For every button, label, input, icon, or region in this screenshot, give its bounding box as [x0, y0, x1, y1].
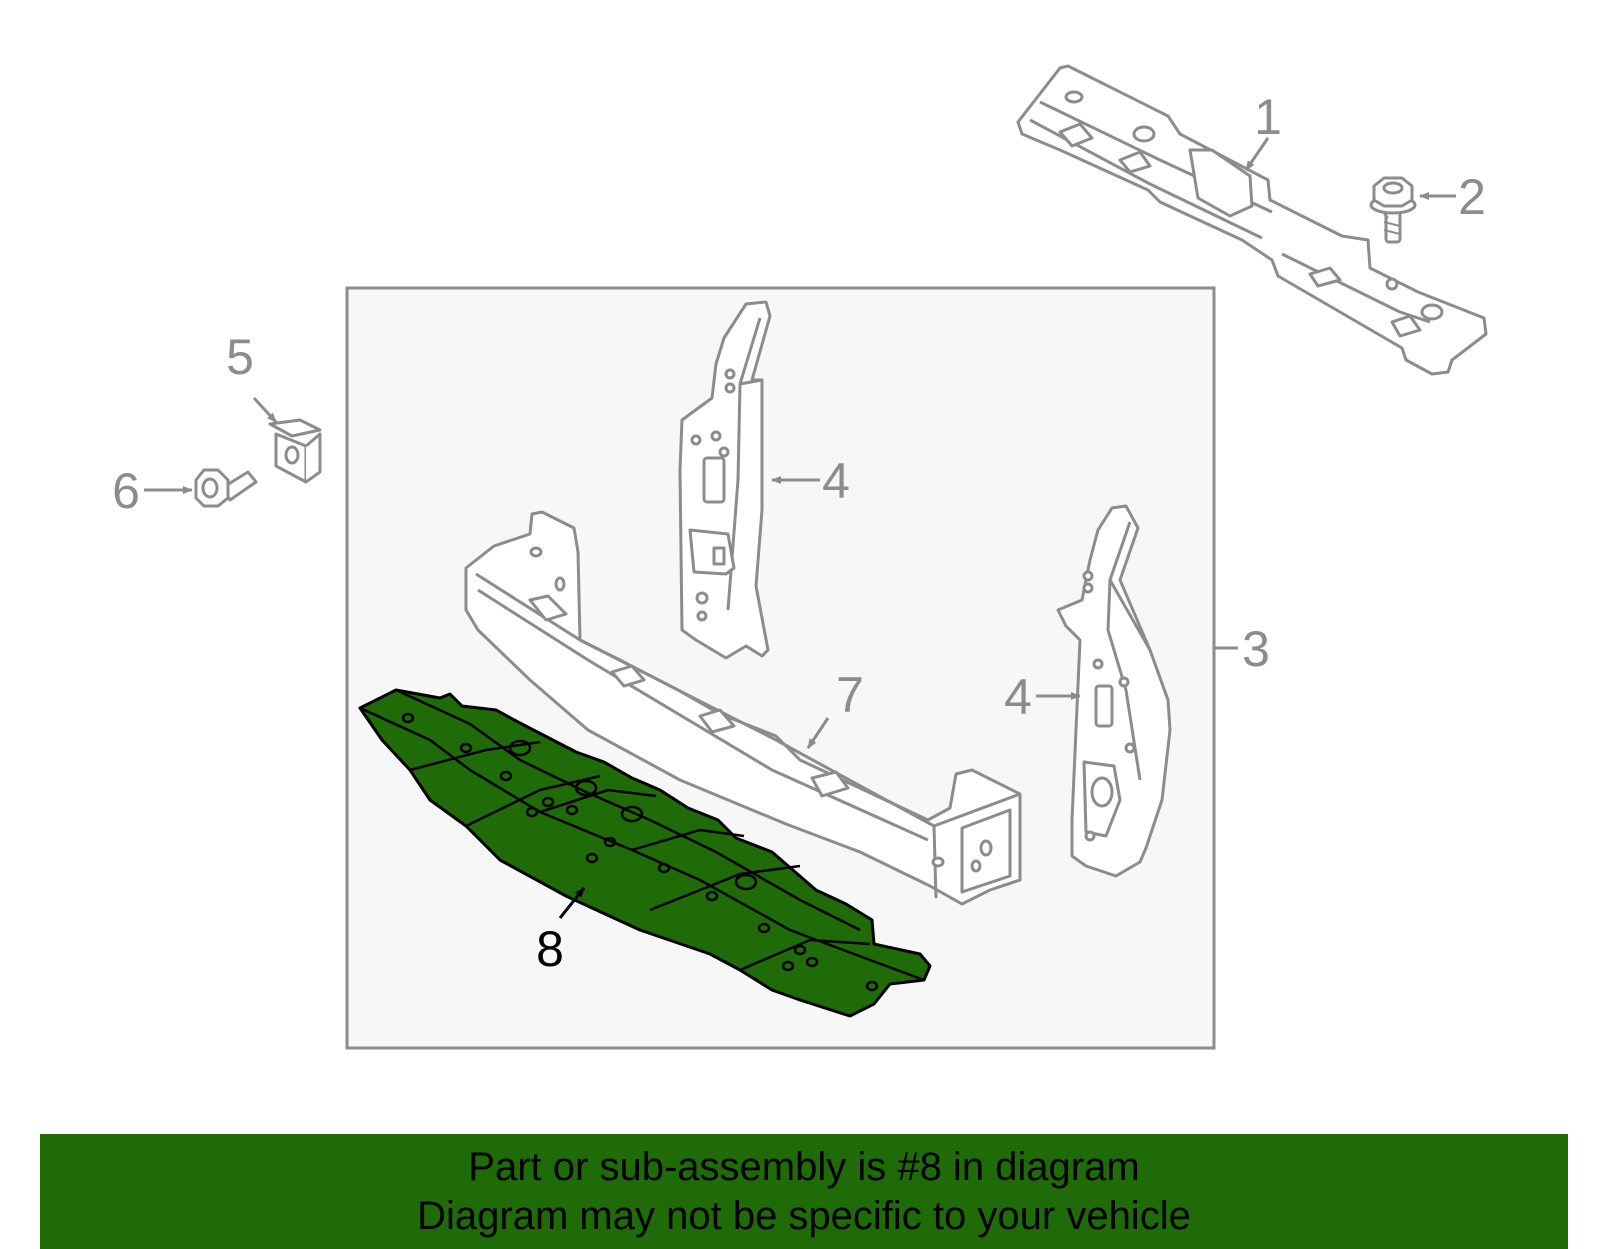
callout-1: 1	[1254, 89, 1282, 145]
side-support-bracket-icon	[678, 300, 772, 660]
side-support-bracket-icon	[1056, 504, 1172, 878]
leader-lines	[144, 137, 1456, 749]
callout-8: 8	[536, 921, 564, 977]
banner-line-1: Part or sub-assembly is #8 in diagram	[468, 1144, 1140, 1189]
bolt-icon	[1369, 176, 1417, 244]
bolt-icon	[194, 468, 258, 508]
callout-5: 5	[226, 329, 254, 385]
clip-nut-icon	[268, 418, 322, 484]
callout-7: 7	[836, 667, 864, 723]
leader-1	[1244, 137, 1270, 171]
callout-2: 2	[1458, 169, 1486, 225]
air-deflector-icon	[358, 688, 932, 1018]
callout-4b: 4	[1004, 669, 1032, 725]
leader-5	[252, 396, 278, 424]
callout-6: 6	[112, 463, 140, 519]
leader-7	[806, 717, 830, 749]
lower-tie-bar-icon	[464, 510, 1022, 906]
upper-tie-bar-icon	[1016, 64, 1488, 376]
callout-4a: 4	[822, 453, 850, 509]
banner-line-2: Diagram may not be specific to your vehi…	[417, 1193, 1191, 1238]
info-banner: Part or sub-assembly is #8 in diagram Di…	[40, 1134, 1568, 1249]
callout-3: 3	[1242, 621, 1270, 677]
leader-8	[558, 887, 586, 919]
